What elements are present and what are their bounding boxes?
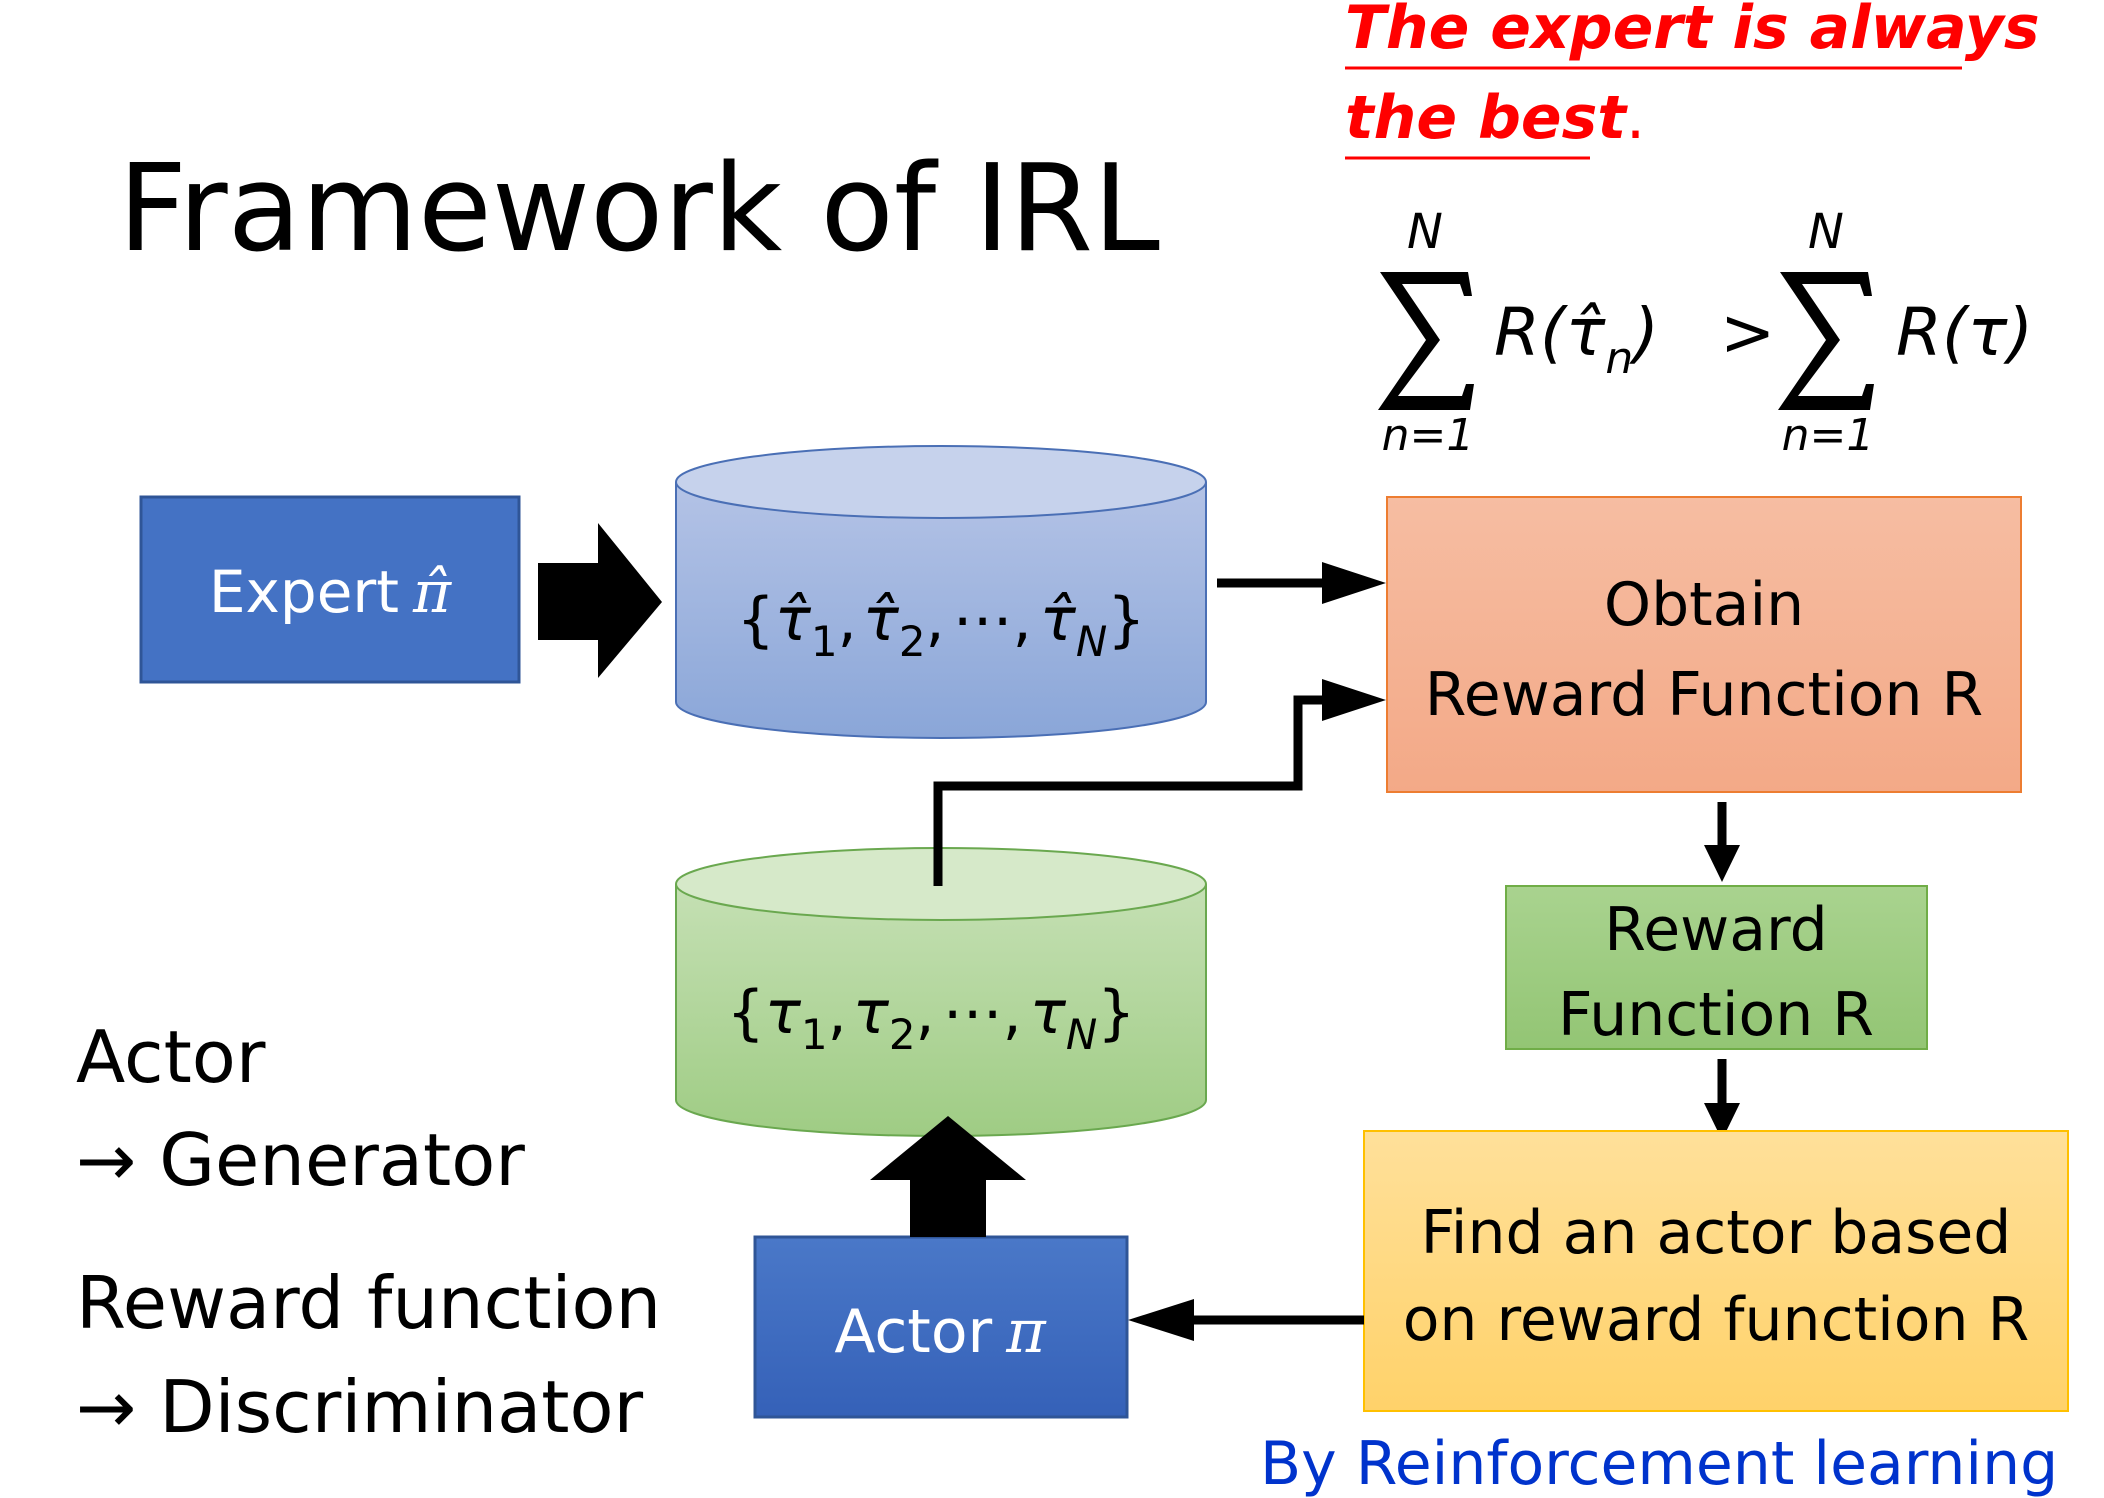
- inequality: N n=1 R(τ̂n) > N n=1 R(τ): [1378, 204, 2033, 461]
- actor-set-to-obtain-arrow: [933, 679, 1386, 886]
- expert-trajectories-label: {τ̂1,τ̂2,⋯,τ̂N}: [737, 585, 1146, 666]
- note-period: .: [1626, 83, 1645, 153]
- lhs-r: R(τ̂: [1494, 294, 1607, 371]
- obtain-reward-box: [1386, 496, 2022, 793]
- reward-function-line-1: Reward: [1604, 895, 1827, 965]
- sum-right-top: N: [1808, 204, 1844, 260]
- note-line-2: the best.: [1345, 83, 1645, 153]
- mapping-reward: Reward function: [76, 1261, 661, 1345]
- note-line-1: The expert is always: [1345, 0, 2040, 63]
- actor-box: [753, 1235, 1129, 1419]
- expert-box: [139, 495, 521, 684]
- footer-note: By Reinforcement learning: [1260, 1429, 2058, 1498]
- sum-left-sigma: [1378, 272, 1474, 410]
- reward-function-box: [1505, 885, 1928, 1050]
- obtain-to-reward-arrow: [1704, 802, 1740, 882]
- sum-left-top: N: [1407, 204, 1443, 260]
- mapping-discriminator: → Discriminator: [76, 1365, 644, 1449]
- expert-trajectories-cylinder: {τ̂1,τ̂2,⋯,τ̂N}: [675, 445, 1207, 739]
- obtain-reward-line-2: Reward Function R: [1425, 660, 1984, 730]
- inequality-op: >: [1720, 294, 1775, 371]
- expert-set-to-obtain-arrow: [1217, 562, 1386, 604]
- find-actor-box: [1363, 1130, 2069, 1412]
- find-to-actor-arrow: [1128, 1299, 1364, 1341]
- page-title: Framework of IRL: [118, 140, 1160, 279]
- reward-to-find-arrow: [1704, 1059, 1740, 1140]
- actor-to-set-arrow: [870, 1116, 1026, 1237]
- lhs-sub: n: [1605, 333, 1633, 384]
- obtain-reward-line-1: Obtain: [1604, 570, 1804, 640]
- lhs-term: R(τ̂n): [1494, 294, 1659, 384]
- sum-right-sigma: [1778, 272, 1874, 410]
- reward-function-line-2: Function R: [1558, 980, 1874, 1050]
- actor-trajectories-label: {τ1,τ2,⋯,τN}: [727, 978, 1136, 1059]
- lhs-close: ): [1628, 294, 1659, 371]
- sum-left-bottom: n=1: [1382, 410, 1475, 461]
- actor-trajectories-cylinder: {τ1,τ2,⋯,τN}: [675, 847, 1207, 1137]
- find-actor-line-1: Find an actor based: [1421, 1198, 2012, 1268]
- mapping-actor: Actor: [76, 1015, 266, 1099]
- note-line-2-text: the best: [1345, 83, 1628, 153]
- find-actor-line-2: on reward function R: [1403, 1285, 2030, 1355]
- expert-to-set-arrow: [538, 523, 662, 678]
- sum-right-bottom: n=1: [1782, 410, 1875, 461]
- mapping-generator: → Generator: [76, 1118, 525, 1202]
- rhs-term: R(τ): [1896, 294, 2033, 371]
